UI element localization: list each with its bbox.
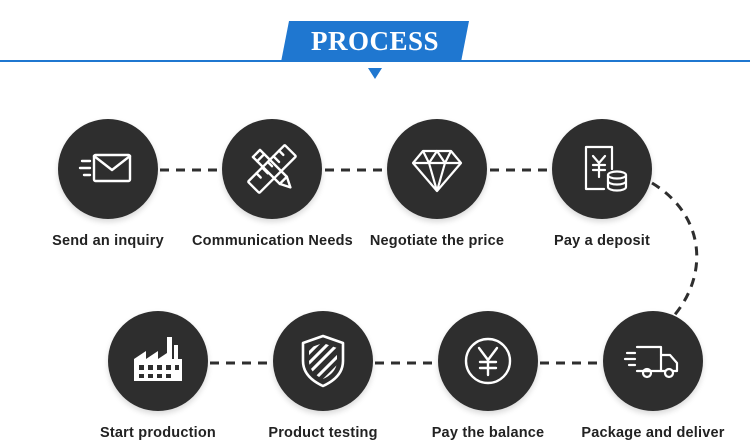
step-circle xyxy=(603,311,703,411)
connector-4-8 xyxy=(651,181,699,319)
pencil-ruler-icon xyxy=(247,144,297,194)
step-start-production: Start production xyxy=(78,311,238,441)
step-label: Send an inquiry xyxy=(52,233,164,249)
step-pay-deposit: Pay a deposit xyxy=(522,119,682,249)
banner-pointer xyxy=(368,68,382,79)
step-communication-needs: Communication Needs xyxy=(192,119,353,249)
shield-icon xyxy=(301,334,345,388)
step-label: Package and deliver xyxy=(581,425,725,441)
step-label: Pay the balance xyxy=(431,425,545,441)
step-circle xyxy=(108,311,208,411)
diamond-icon xyxy=(411,149,463,193)
step-label: Product testing xyxy=(268,425,378,441)
step-circle xyxy=(222,119,322,219)
step-negotiate-price: Negotiate the price xyxy=(357,119,517,249)
step-circle xyxy=(58,119,158,219)
factory-icon xyxy=(134,337,182,381)
step-product-testing: Product testing xyxy=(243,311,403,441)
step-circle xyxy=(552,119,652,219)
yen-receipt-icon xyxy=(584,145,628,192)
step-circle xyxy=(438,311,538,411)
step-label: Communication Needs xyxy=(192,233,353,249)
step-label: Negotiate the price xyxy=(369,233,505,249)
delivery-truck-icon xyxy=(623,345,679,379)
step-send-inquiry: Send an inquiry xyxy=(28,119,188,249)
header-banner: PROCESS xyxy=(281,21,469,62)
step-package-deliver: Package and deliver xyxy=(573,311,733,441)
step-circle xyxy=(387,119,487,219)
yen-coin-icon xyxy=(464,337,512,385)
step-circle xyxy=(273,311,373,411)
step-pay-balance: Pay the balance xyxy=(408,311,568,441)
page-title: PROCESS xyxy=(310,26,440,56)
step-label: Start production xyxy=(100,425,216,441)
step-label: Pay a deposit xyxy=(553,233,651,249)
envelope-icon xyxy=(78,153,132,183)
